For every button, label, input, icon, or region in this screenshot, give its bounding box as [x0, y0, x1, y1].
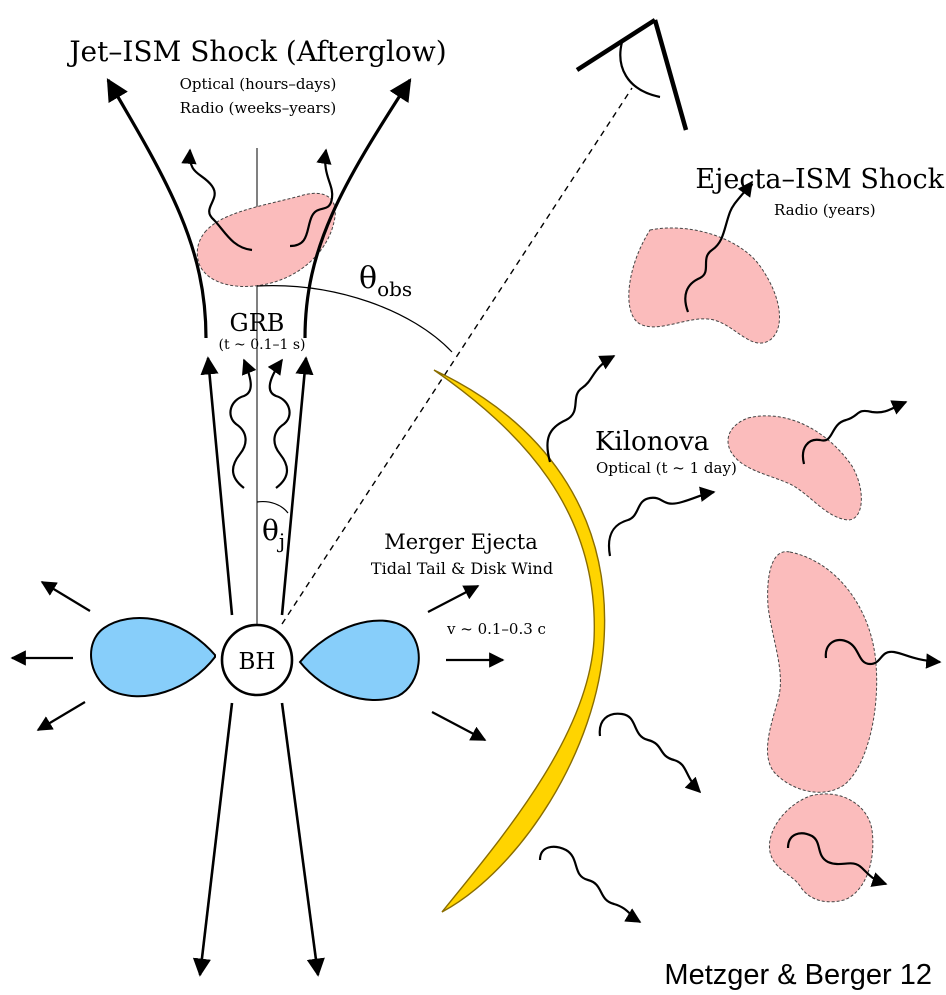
theta-obs-label: θobs: [359, 261, 412, 301]
bh-label: BH: [239, 649, 276, 675]
disk-lobe-left: [91, 618, 215, 696]
kilonova-wiggle-4: [540, 847, 640, 922]
citation: Metzger & Berger 12: [664, 959, 932, 991]
theta-j-arc: [257, 502, 288, 513]
ejecta-shock-radio: Radio (years): [774, 201, 876, 219]
kilonova-title: Kilonova: [595, 427, 709, 457]
kilonova-wiggle-2: [609, 492, 714, 556]
jet-arrow-up-left: [208, 358, 232, 615]
afterglow-radio: Radio (weeks–years): [180, 99, 337, 117]
disk-arrow-right-up: [428, 586, 478, 612]
velocity-label: v ~ 0.1–0.3 c: [446, 620, 546, 638]
grb-label: GRB: [230, 309, 285, 337]
ejecta-shock-blob-4: [769, 794, 872, 902]
disk-lobe-right: [300, 621, 419, 700]
disk-arrow-right-down: [432, 712, 485, 740]
ejecta-shock-blob-3: [767, 552, 876, 793]
merger-ejecta-sub: Tidal Tail & Disk Wind: [371, 559, 553, 578]
grb-time: (t ~ 0.1–1 s): [219, 337, 306, 353]
afterglow-arrow-left: [108, 80, 206, 338]
eye-icon: [577, 20, 686, 130]
disk-arrow-left-down: [38, 702, 85, 730]
ejecta-shock-blob-1: [629, 228, 780, 343]
afterglow-optical: Optical (hours–days): [180, 75, 337, 93]
grb-wiggle-right: [270, 360, 290, 488]
ejecta-shock-title: Ejecta–ISM Shock: [695, 164, 944, 195]
theta-j-label: θj: [262, 514, 285, 553]
ejecta-shock-blob-2: [728, 416, 861, 520]
merger-ejecta-crescent: [434, 370, 605, 912]
kilonova-wiggle-3: [600, 714, 700, 792]
kilonova-optical: Optical (t ~ 1 day): [596, 459, 737, 477]
jet-shock-blob: [197, 193, 335, 286]
merger-ejecta-title: Merger Ejecta: [384, 530, 538, 554]
afterglow-title: Jet–ISM Shock (Afterglow): [66, 35, 446, 68]
jet-arrow-down-right: [282, 703, 318, 975]
jet-arrow-up-right: [282, 358, 306, 615]
grb-wiggle-left: [230, 360, 250, 488]
jet-arrow-down-left: [200, 703, 232, 975]
disk-arrow-left-up: [42, 582, 90, 611]
